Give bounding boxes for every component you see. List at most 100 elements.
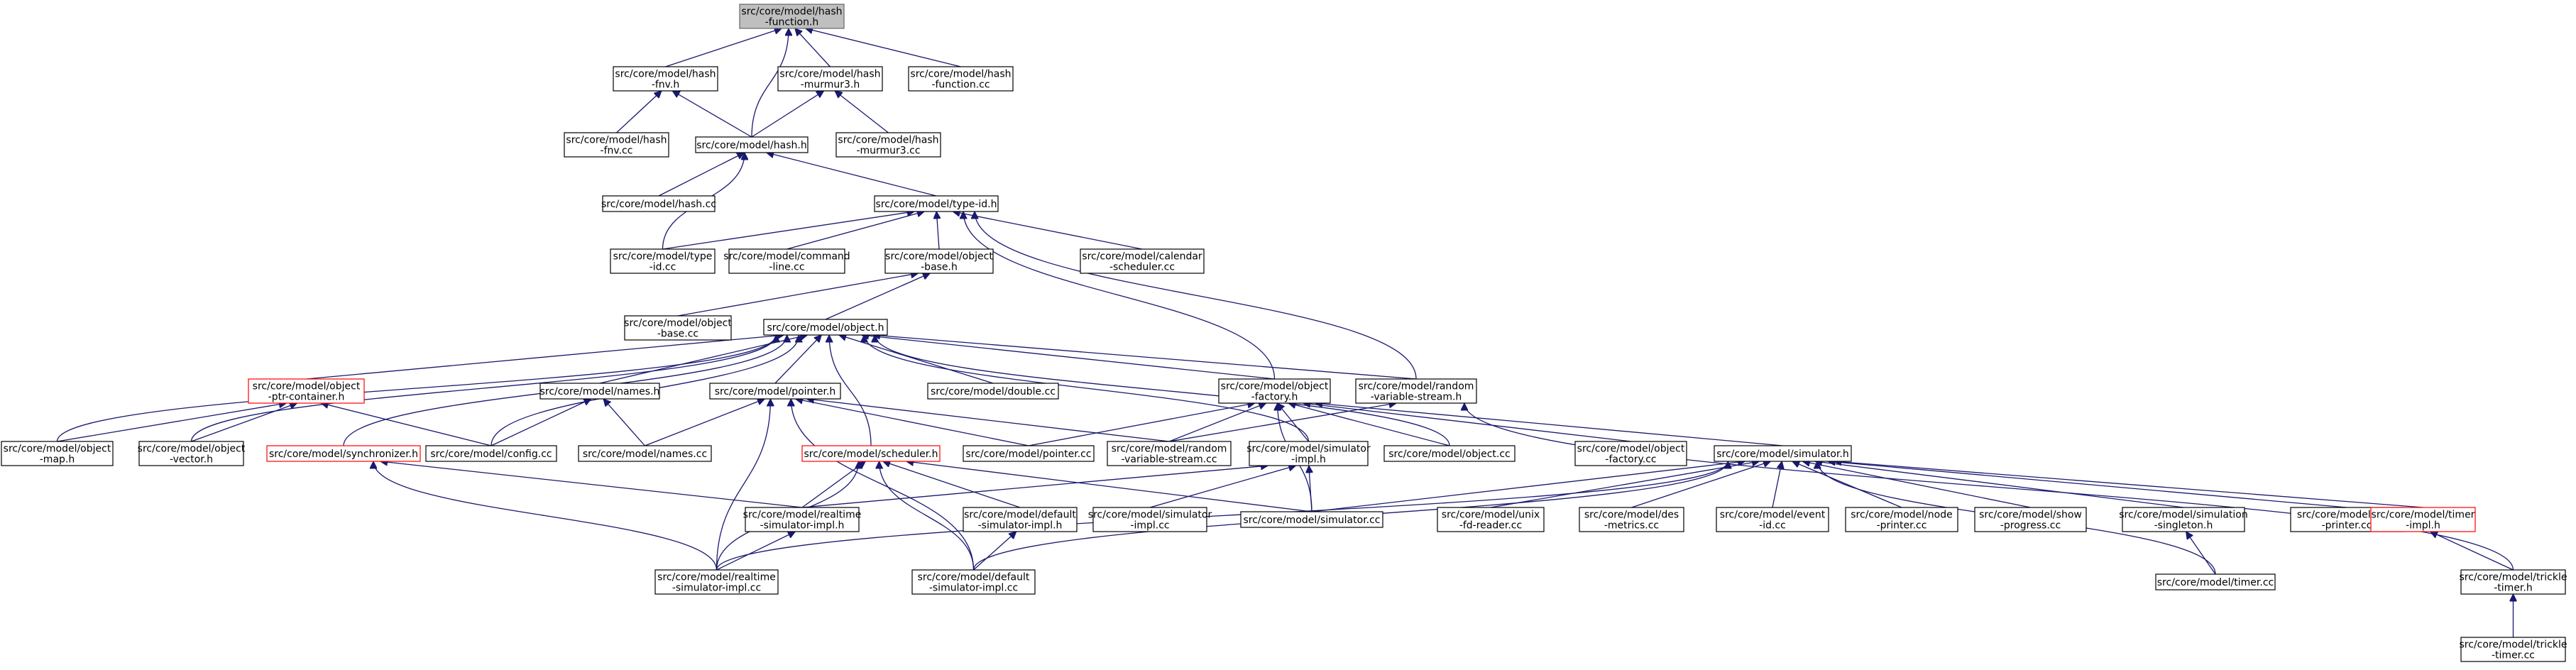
node-box[interactable] — [138, 441, 244, 466]
node-box[interactable] — [1355, 378, 1477, 404]
node-box[interactable] — [763, 319, 888, 336]
node-box[interactable] — [801, 445, 941, 462]
node-hash-murmur3-cc[interactable]: src/core/model/hash-murmur3.cc — [835, 132, 941, 158]
node-simulator-impl-cc[interactable]: src/core/model/simulator-impl.cc — [1088, 507, 1212, 532]
node-box[interactable] — [963, 507, 1078, 532]
node-command-line-cc[interactable]: src/core/model/command-line.cc — [723, 248, 850, 274]
node-box[interactable] — [425, 445, 557, 462]
node-trickle-timer-cc[interactable]: src/core/model/trickle-timer.cc — [2460, 637, 2567, 662]
node-type-id-cc[interactable]: src/core/model/type-id.cc — [610, 248, 716, 274]
node-double-cc[interactable]: src/core/model/double.cc — [927, 383, 1059, 400]
node-timer-cc[interactable]: src/core/model/timer.cc — [2155, 573, 2276, 591]
node-box[interactable] — [1080, 248, 1205, 274]
node-default-simulator-impl-cc[interactable]: src/core/model/default-simulator-impl.cc — [911, 569, 1036, 595]
node-hash-h[interactable]: src/core/model/hash.h — [695, 136, 809, 153]
node-calendar-scheduler-cc[interactable]: src/core/model/calendar-scheduler.cc — [1080, 248, 1205, 274]
node-box[interactable] — [1218, 378, 1331, 404]
node-box[interactable] — [654, 569, 779, 595]
node-box[interactable] — [908, 66, 1014, 92]
node-default-simulator-impl-h[interactable]: src/core/model/default-simulator-impl.h — [963, 507, 1078, 532]
node-box[interactable] — [2460, 569, 2566, 595]
node-realtime-simulator-impl-h[interactable]: src/core/model/realtime-simulator-impl.h — [743, 507, 862, 532]
node-box[interactable] — [1845, 507, 1958, 532]
node-box[interactable] — [1579, 507, 1684, 532]
node-box[interactable] — [927, 383, 1059, 400]
node-node-printer-cc[interactable]: src/core/model/node-printer.cc — [1845, 507, 1958, 532]
node-box[interactable] — [564, 132, 669, 158]
node-box[interactable] — [578, 445, 712, 462]
node-object-factory-cc[interactable]: src/core/model/object-factory.cc — [1574, 441, 1687, 466]
node-hash-function-cc[interactable]: src/core/model/hash-function.cc — [908, 66, 1014, 92]
node-config-cc[interactable]: src/core/model/config.cc — [425, 445, 557, 462]
node-box[interactable] — [610, 248, 716, 274]
node-object-map-h[interactable]: src/core/model/object-map.h — [1, 441, 114, 466]
node-realtime-simulator-impl-cc[interactable]: src/core/model/realtime-simulator-impl.c… — [654, 569, 779, 595]
node-box[interactable] — [1716, 507, 1829, 532]
node-box[interactable] — [745, 507, 860, 532]
node-show-progress-cc[interactable]: src/core/model/show-progress.cc — [1974, 507, 2087, 532]
node-hash-fnv-h[interactable]: src/core/model/hash-fnv.h — [613, 66, 718, 92]
node-simulation-singleton-h[interactable]: src/core/model/simulation-singleton.h — [2119, 507, 2248, 532]
node-box[interactable] — [835, 132, 941, 158]
node-object-ptr-container-h[interactable]: src/core/model/object-ptr-container.h — [248, 378, 365, 404]
node-box[interactable] — [1092, 507, 1207, 532]
node-box[interactable] — [613, 66, 718, 92]
node-box[interactable] — [2460, 637, 2566, 662]
node-box[interactable] — [1383, 445, 1516, 462]
node-box[interactable] — [874, 195, 999, 212]
node-object-h[interactable]: src/core/model/object.h — [763, 319, 888, 336]
node-label: src/core/model/type — [613, 251, 713, 263]
node-box[interactable] — [709, 383, 841, 400]
node-object-base-cc[interactable]: src/core/model/object-base.cc — [624, 315, 732, 341]
node-event-id-cc[interactable]: src/core/model/event-id.cc — [1716, 507, 1829, 532]
node-box[interactable] — [739, 4, 845, 29]
node-des-metrics-cc[interactable]: src/core/model/des-metrics.cc — [1579, 507, 1684, 532]
node-hash-function-h[interactable]: src/core/model/hash-function.h — [739, 4, 845, 29]
node-simulator-impl-h[interactable]: src/core/model/simulator-impl.h — [1246, 441, 1371, 466]
node-box[interactable] — [539, 383, 660, 400]
node-box[interactable] — [1574, 441, 1687, 466]
node-random-variable-stream-cc[interactable]: src/core/model/random-variable-stream.cc — [1107, 441, 1232, 466]
node-synchronizer-h[interactable]: src/core/model/synchronizer.h — [266, 445, 421, 462]
node-box[interactable] — [1249, 441, 1369, 466]
node-box[interactable] — [963, 445, 1095, 462]
node-names-h[interactable]: src/core/model/names.h — [539, 383, 660, 400]
node-object-base-h[interactable]: src/core/model/object-base.h — [884, 248, 994, 274]
node-box[interactable] — [2155, 573, 2276, 591]
node-box[interactable] — [911, 569, 1036, 595]
node-simulator-h[interactable]: src/core/model/simulator.h — [1714, 445, 1852, 462]
node-box[interactable] — [248, 378, 365, 404]
node-object-cc[interactable]: src/core/model/object.cc — [1383, 445, 1516, 462]
node-hash-fnv-cc[interactable]: src/core/model/hash-fnv.cc — [564, 132, 669, 158]
node-box[interactable] — [602, 195, 716, 212]
node-unix-fd-reader-cc[interactable]: src/core/model/unix-fd-reader.cc — [1437, 507, 1545, 532]
node-trickle-timer-h[interactable]: src/core/model/trickle-timer.h — [2460, 569, 2567, 595]
node-names-cc[interactable]: src/core/model/names.cc — [578, 445, 712, 462]
node-random-variable-stream-h[interactable]: src/core/model/random-variable-stream.h — [1355, 378, 1477, 404]
node-object-factory-h[interactable]: src/core/model/object-factory.h — [1218, 378, 1331, 404]
node-object-vector-h[interactable]: src/core/model/object-vector.h — [138, 441, 246, 466]
node-pointer-h[interactable]: src/core/model/pointer.h — [709, 383, 841, 400]
node-box[interactable] — [1, 441, 114, 466]
node-box[interactable] — [2122, 507, 2245, 532]
node-pointer-cc[interactable]: src/core/model/pointer.cc — [963, 445, 1095, 462]
node-scheduler-h[interactable]: src/core/model/scheduler.h — [801, 445, 941, 462]
node-box[interactable] — [777, 66, 883, 92]
node-box[interactable] — [884, 248, 994, 274]
node-box[interactable] — [266, 445, 421, 462]
node-box[interactable] — [1974, 507, 2087, 532]
node-box[interactable] — [1240, 511, 1383, 528]
node-box[interactable] — [1714, 445, 1852, 462]
node-box[interactable] — [2370, 507, 2476, 532]
edge-names_cc-to-pointer_h — [645, 399, 765, 446]
node-box[interactable] — [1107, 441, 1232, 466]
node-box[interactable] — [1437, 507, 1545, 532]
node-hash-cc[interactable]: src/core/model/hash.cc — [601, 195, 716, 212]
node-hash-murmur3-h[interactable]: src/core/model/hash-murmur3.h — [777, 66, 883, 92]
node-simulator-cc[interactable]: src/core/model/simulator.cc — [1240, 511, 1383, 528]
node-type-id-h[interactable]: src/core/model/type-id.h — [874, 195, 999, 212]
node-box[interactable] — [728, 248, 845, 274]
node-timer-impl-h[interactable]: src/core/model/timer-impl.h — [2370, 507, 2476, 532]
node-box[interactable] — [624, 315, 732, 341]
node-box[interactable] — [695, 136, 809, 153]
